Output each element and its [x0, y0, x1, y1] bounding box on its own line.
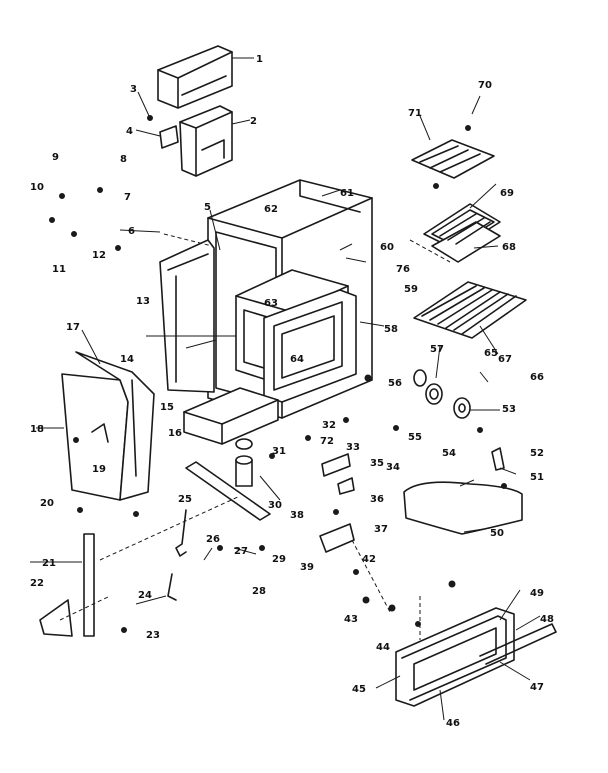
callout-11: 11 [52, 264, 66, 275]
part-vent-duct [179, 105, 233, 177]
part-drawer-liner [403, 481, 523, 535]
callout-72: 72 [320, 436, 334, 447]
callout-71: 71 [408, 108, 422, 119]
callout-25: 25 [178, 494, 192, 505]
callout-36: 36 [370, 494, 384, 505]
callout-26: 26 [206, 534, 220, 545]
callout-35: 35 [370, 458, 384, 469]
part-oven-rack [413, 281, 527, 339]
part-broiler-pan [423, 203, 501, 263]
callout-labels: 1 2 3 4 5 6 7 8 9 10 11 12 13 14 15 16 1… [30, 54, 554, 729]
part-drawer-glide [479, 623, 557, 665]
callout-16: 16 [168, 428, 182, 439]
callout-15: 15 [160, 402, 174, 413]
part-front-panel [61, 351, 155, 501]
callout-59: 59 [404, 284, 418, 295]
part-top-trim [157, 45, 233, 109]
callout-34: 34 [386, 462, 400, 473]
callout-66: 66 [530, 372, 544, 383]
callout-23: 23 [146, 630, 160, 641]
callout-61: 61 [340, 188, 354, 199]
callout-17: 17 [66, 322, 80, 333]
assembly-lines [59, 233, 451, 640]
part-drawer-tray [183, 387, 279, 445]
callout-50: 50 [490, 528, 504, 539]
callout-19: 19 [92, 464, 106, 475]
callout-53: 53 [502, 404, 516, 415]
callout-69: 69 [500, 188, 514, 199]
callout-31: 31 [272, 446, 286, 457]
callout-57: 57 [430, 344, 444, 355]
part-knobs [319, 369, 505, 553]
callout-24: 24 [138, 590, 152, 601]
callout-43: 43 [344, 614, 358, 625]
callout-3: 3 [130, 84, 137, 95]
callout-67: 67 [498, 354, 512, 365]
callout-2: 2 [250, 116, 257, 127]
callout-60: 60 [380, 242, 394, 253]
callout-10: 10 [30, 182, 44, 193]
part-bracket [39, 599, 73, 637]
callout-48: 48 [540, 614, 554, 625]
callout-1: 1 [256, 54, 263, 65]
callout-62: 62 [264, 204, 278, 215]
part-rail [185, 461, 271, 521]
callout-5: 5 [204, 202, 211, 213]
callout-37: 37 [374, 524, 388, 535]
callout-47: 47 [530, 682, 544, 693]
callout-52: 52 [530, 448, 544, 459]
callout-55: 55 [408, 432, 422, 443]
callout-7: 7 [124, 192, 131, 203]
callout-51: 51 [530, 472, 544, 483]
callout-20: 20 [40, 498, 54, 509]
callout-54: 54 [442, 448, 456, 459]
callout-38: 38 [290, 510, 304, 521]
callout-65: 65 [484, 348, 498, 359]
callout-49: 49 [530, 588, 544, 599]
callout-28: 28 [252, 586, 266, 597]
callout-46: 46 [446, 718, 460, 729]
callout-8: 8 [120, 154, 127, 165]
part-bottle [235, 438, 253, 487]
callout-21: 21 [42, 558, 56, 569]
callout-22: 22 [30, 578, 44, 589]
callout-29: 29 [272, 554, 286, 565]
part-side-panel [159, 239, 215, 393]
part-small-plate [159, 125, 179, 149]
part-hook-24 [167, 573, 177, 601]
callout-27: 27 [234, 546, 248, 557]
fasteners [49, 115, 507, 633]
callout-39: 39 [300, 562, 314, 573]
callout-30: 30 [268, 500, 282, 511]
callout-42: 42 [362, 554, 376, 565]
callout-32: 32 [322, 420, 336, 431]
callout-68: 68 [502, 242, 516, 253]
part-storage-drawer [395, 607, 515, 707]
callout-63: 63 [264, 298, 278, 309]
callout-45: 45 [352, 684, 366, 695]
callout-4: 4 [126, 126, 133, 137]
callout-58: 58 [384, 324, 398, 335]
callout-14: 14 [120, 354, 134, 365]
part-broil-element [411, 139, 495, 179]
callout-70: 70 [478, 80, 492, 91]
callout-18: 18 [30, 424, 44, 435]
callout-44: 44 [376, 642, 390, 653]
callout-13: 13 [136, 296, 150, 307]
callout-33: 33 [346, 442, 360, 453]
part-hook-25 [175, 509, 187, 557]
callout-64: 64 [290, 354, 304, 365]
callout-12: 12 [92, 250, 106, 261]
callout-56: 56 [388, 378, 402, 389]
part-toe-kick [83, 533, 95, 637]
callout-76: 76 [396, 264, 410, 275]
callout-9: 9 [52, 152, 59, 163]
callout-6: 6 [128, 226, 135, 237]
leader-lines [30, 57, 541, 721]
